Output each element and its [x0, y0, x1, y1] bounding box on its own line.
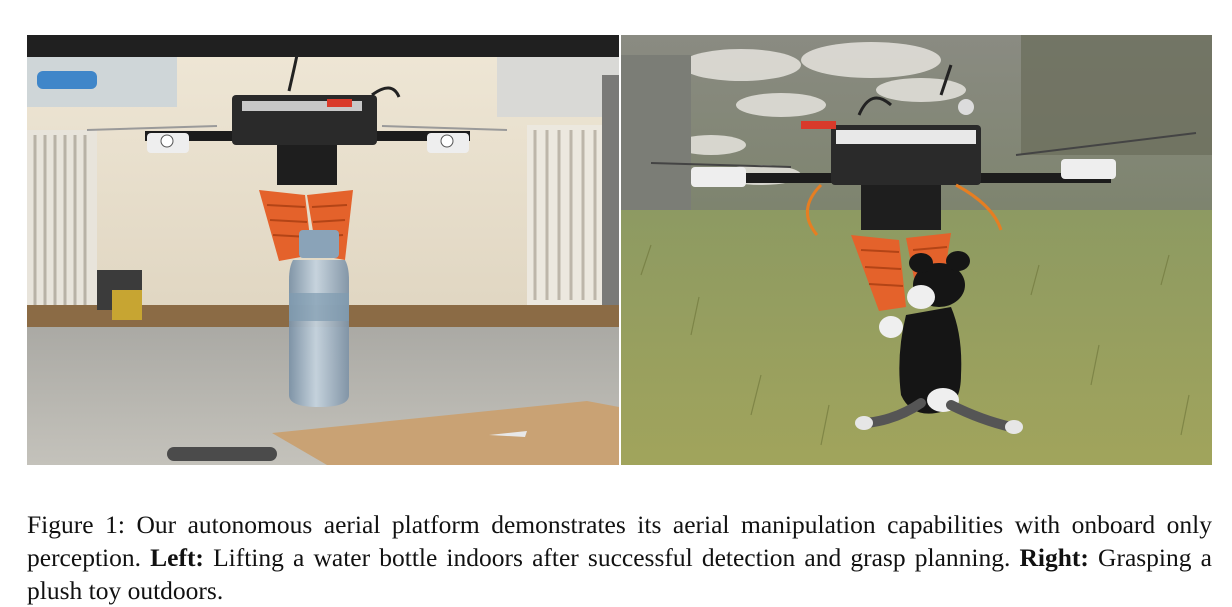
right-photo [621, 35, 1212, 465]
caption-right-label: Right: [1019, 542, 1089, 572]
caption-right-text: Grasping a plush toy outdoors. [27, 542, 1212, 605]
plush-toy [855, 251, 1023, 434]
left-photo-illustration [27, 35, 619, 465]
right-photo-illustration [621, 35, 1212, 465]
figure-images [27, 35, 1212, 465]
drone [86, 54, 508, 261]
water-bottle [289, 230, 349, 407]
caption-prefix: Figure 1: Our autonomous aerial platform… [27, 509, 1212, 572]
caption-left-label: Left: [150, 542, 204, 572]
drone [650, 64, 1197, 311]
caption-left-text: Lifting a water bottle indoors after suc… [203, 542, 1020, 572]
figure-caption: Figure 1: Our autonomous aerial platform… [27, 508, 1212, 607]
left-photo [27, 35, 619, 465]
